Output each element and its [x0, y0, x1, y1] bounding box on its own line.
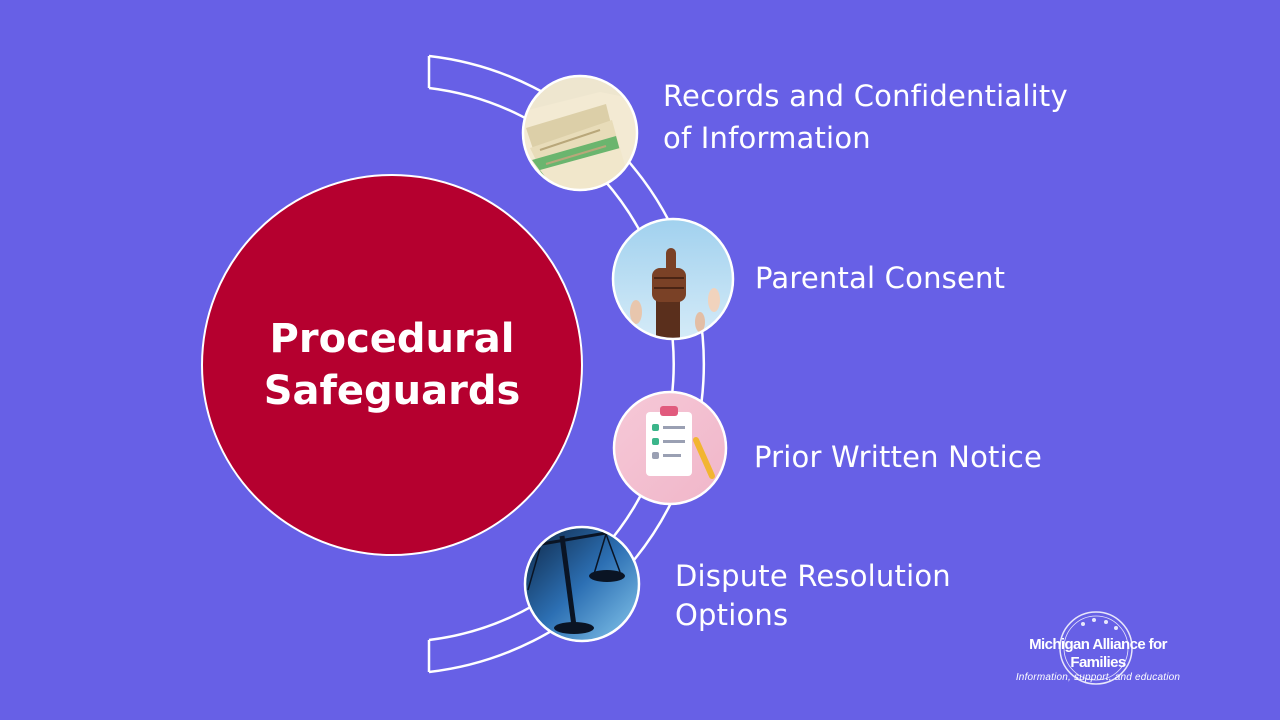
logo-tagline: Information, support, and education — [1015, 672, 1181, 683]
item-label-line: Records and Confidentiality — [663, 79, 1068, 113]
file-folders-icon — [521, 74, 639, 192]
item-label-line: Prior Written Notice — [754, 440, 1043, 474]
thumbs-up-icon — [611, 217, 735, 341]
item-label-line: Dispute Resolution — [675, 559, 951, 593]
logo-mark — [1059, 611, 1133, 685]
item-label-dispute-resolution: Dispute Resolution Options — [675, 557, 951, 635]
logo: Michigan Alliance for Families Informati… — [1000, 636, 1196, 684]
item-label-records: Records and Confidentiality of Informati… — [663, 75, 1068, 159]
center-circle — [201, 174, 583, 556]
logo-name: Michigan Alliance for Families — [1029, 636, 1167, 671]
center-title-line-1: Procedural — [269, 316, 515, 362]
scales-of-justice-icon — [523, 525, 641, 643]
clipboard-checklist-icon — [612, 390, 728, 506]
center-title-line-2: Safeguards — [263, 368, 521, 414]
item-label-parental-consent: Parental Consent — [755, 257, 1005, 299]
item-label-prior-written-notice: Prior Written Notice — [754, 436, 1042, 478]
item-label-line: of Information — [663, 121, 871, 155]
item-label-line: Parental Consent — [755, 261, 1006, 295]
center-title: Procedural Safeguards — [203, 176, 581, 554]
item-label-line: Options — [675, 598, 789, 632]
